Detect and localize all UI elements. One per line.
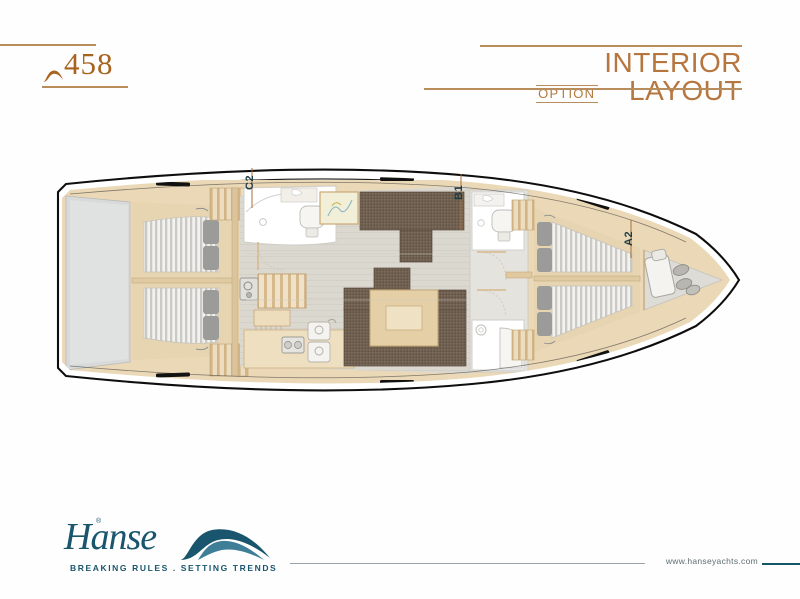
aft-cabin-starboard <box>132 282 232 360</box>
cabin-label-c2: C2 <box>244 174 256 190</box>
engine-block <box>239 277 259 301</box>
brand-tagline: BREAKING RULES . SETTING TRENDS <box>70 563 278 573</box>
brand-logo: Hanse ® BREAKING RULES . SETTING TRENDS <box>58 518 288 574</box>
footer-rule-left <box>290 563 645 565</box>
hanse-wave-logo-icon <box>180 529 270 560</box>
model-badge: 458 <box>0 40 180 88</box>
pillow <box>203 220 219 244</box>
rolled-sail <box>685 284 701 296</box>
aft-cabin-port <box>132 202 232 278</box>
pillow <box>203 290 219 314</box>
yacht-deck-plan <box>56 168 741 392</box>
settee-backrest <box>399 229 433 263</box>
bathing-platform <box>65 195 131 371</box>
label-leader-lines <box>251 168 632 258</box>
title-rule-bottom <box>424 88 742 90</box>
hanging-locker <box>511 329 535 361</box>
salon <box>246 191 468 367</box>
rolled-sail <box>672 264 690 276</box>
aft-centre-bulkhead <box>131 277 235 284</box>
cabin-label-b1: B1 <box>453 184 465 200</box>
sail-locker <box>643 248 724 311</box>
pillow <box>203 246 219 270</box>
model-number: 458 <box>64 46 114 81</box>
hanging-locker <box>511 199 535 231</box>
model-rule-top <box>0 44 96 46</box>
settee-port <box>359 191 465 231</box>
toilet <box>299 205 325 238</box>
hanse-wave-glyph-icon <box>43 70 63 82</box>
pillow <box>537 248 552 272</box>
footer-website-url: www.hanseyachts.com <box>665 556 758 566</box>
pillow <box>537 222 552 246</box>
companionway-steps <box>239 273 307 338</box>
pillow <box>203 316 219 340</box>
stove <box>281 336 305 354</box>
dining-table <box>369 289 439 347</box>
pillow <box>537 286 552 310</box>
chart-panel <box>319 191 359 225</box>
model-rule-bottom <box>42 86 128 88</box>
berth-mattress <box>143 287 219 344</box>
pillow <box>537 312 552 336</box>
registered-mark: ® <box>96 518 102 525</box>
rolled-sail <box>675 278 693 290</box>
toilet <box>491 209 517 242</box>
title-rule-top <box>480 45 742 47</box>
aft-head <box>243 185 337 271</box>
cabin-label-a2: A2 <box>623 230 635 246</box>
galley-sink <box>307 318 337 363</box>
hull-interior <box>62 177 730 384</box>
page-title: INTERIOR LAYOUT <box>604 47 742 106</box>
deck-plan-stage <box>0 130 800 430</box>
footer-rule-right <box>762 563 800 566</box>
brand-wordmark: Hanse <box>64 516 157 558</box>
settee-cushion <box>373 267 411 291</box>
bow-cabin <box>511 199 641 361</box>
